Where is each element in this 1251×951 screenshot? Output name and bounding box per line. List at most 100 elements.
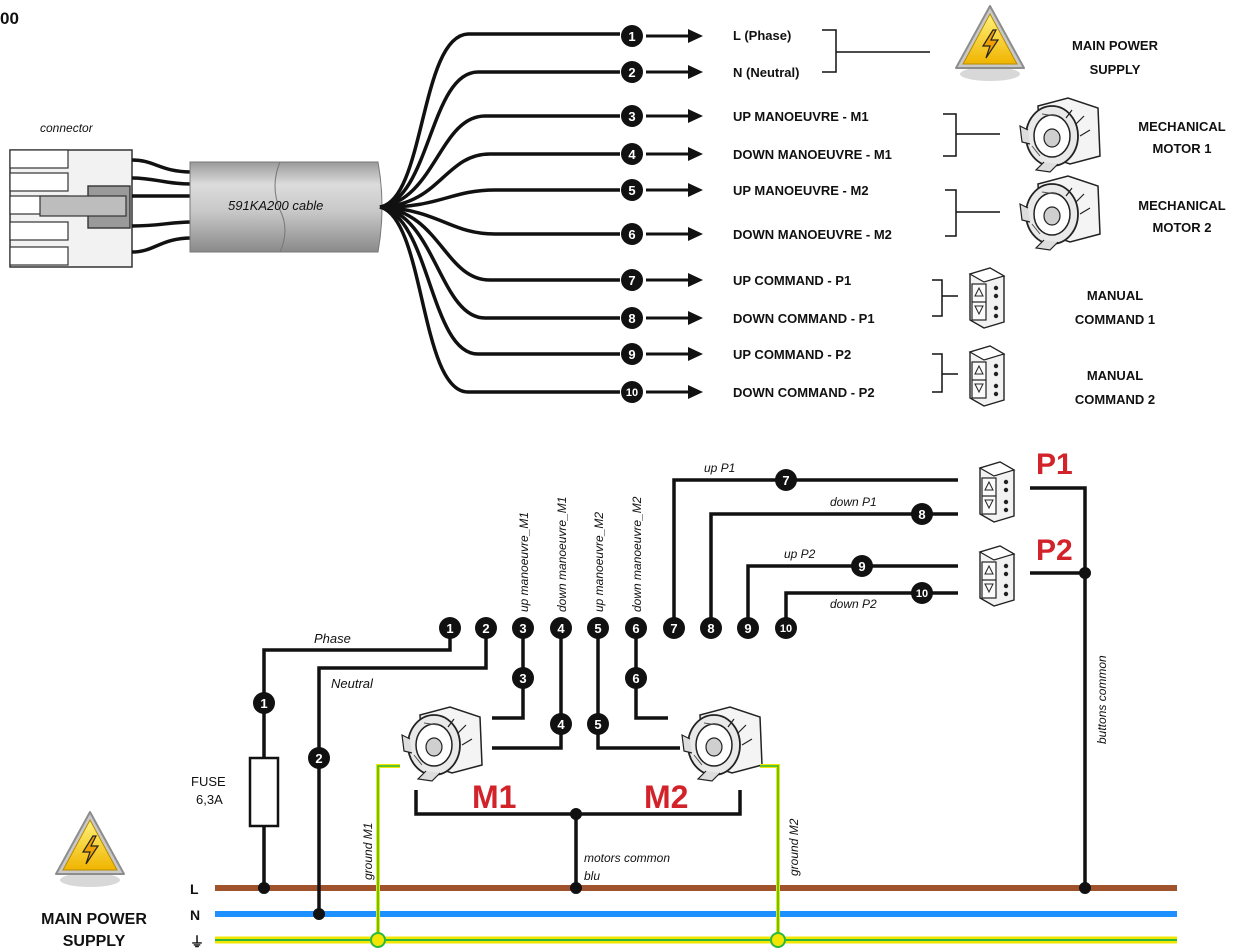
gear-motor-icon: [681, 706, 763, 782]
push-button-icon: [979, 545, 1015, 607]
warning-lightning-icon: [55, 811, 125, 888]
manual2-label-1: MANUAL: [1087, 368, 1143, 383]
svg-text:3: 3: [628, 109, 635, 124]
motor-label-m2: M2: [644, 779, 688, 815]
schematic-marker-3: 3: [512, 617, 534, 639]
schematic-marker-6b: 6: [625, 667, 647, 689]
push-button-icon: [969, 267, 1005, 329]
connector-label: connector: [40, 121, 94, 135]
svg-text:1: 1: [260, 696, 267, 711]
schematic-marker-10: 10: [775, 617, 797, 639]
wire-label-9: UP COMMAND - P2: [733, 347, 851, 362]
cable-label: 591KA200 cable: [228, 198, 323, 213]
svg-text:1: 1: [628, 29, 635, 44]
push-button-icon: [969, 345, 1005, 407]
up-m2-label: up manoeuvre_M2: [592, 512, 606, 612]
svg-text:4: 4: [628, 147, 636, 162]
svg-text:2: 2: [628, 65, 635, 80]
group-brackets: [822, 29, 1000, 393]
svg-text:8: 8: [707, 621, 714, 636]
schematic-marker-4b: 4: [550, 713, 572, 735]
svg-text:6: 6: [632, 621, 639, 636]
bus-label-n: N: [190, 907, 200, 923]
gear-motor-icon: [1019, 97, 1101, 173]
motor-label-m1: M1: [472, 779, 516, 815]
button-label-p1: P1: [1036, 448, 1073, 481]
main-power-label-1: MAIN POWER: [1072, 38, 1159, 53]
bus-label-ground: ⏚: [190, 934, 204, 950]
wire-label-2: N (Neutral): [733, 65, 799, 80]
svg-text:7: 7: [628, 273, 635, 288]
main-power-bottom-2: SUPPLY: [63, 933, 126, 950]
svg-text:9: 9: [858, 559, 865, 574]
wire-label-5: UP MANOEUVRE - M2: [733, 183, 869, 198]
main-power-label-2: SUPPLY: [1090, 62, 1141, 77]
connector-wires: [131, 158, 193, 254]
down-p2-label: down P2: [830, 597, 877, 611]
wire-label-4: DOWN MANOEUVRE - M1: [733, 147, 892, 162]
up-p2-label: up P2: [784, 547, 816, 561]
svg-text:4: 4: [557, 621, 565, 636]
wire-label-3: UP MANOEUVRE - M1: [733, 109, 869, 124]
ground-wires: [376, 764, 780, 940]
schematic-marker-3b: 3: [512, 667, 534, 689]
motors-common-wire: [414, 790, 742, 888]
schematic-marker-1: 1: [439, 617, 461, 639]
manual1-label-1: MANUAL: [1087, 288, 1143, 303]
phase-label: Phase: [314, 631, 351, 646]
push-button-icon: [979, 461, 1015, 523]
manoeuvre-wires: [492, 628, 680, 750]
schematic-marker-5b: 5: [587, 713, 609, 735]
svg-text:8: 8: [918, 507, 925, 522]
gear-motor-icon: [1019, 175, 1101, 251]
svg-text:7: 7: [670, 621, 677, 636]
button-wires: [672, 478, 1087, 888]
up-m1-label: up manoeuvre_M1: [517, 512, 531, 612]
wire-2-marker: 2: [621, 61, 703, 83]
buttons-common-label: buttons common: [1095, 655, 1109, 744]
svg-text:5: 5: [594, 621, 601, 636]
ground-m1-label: ground M1: [361, 823, 375, 880]
svg-text:8: 8: [628, 311, 635, 326]
fuse-label-1: FUSE: [191, 774, 226, 789]
wire-10-marker: 10: [621, 381, 703, 403]
svg-text:5: 5: [594, 717, 601, 732]
wire-label-6: DOWN MANOEUVRE - M2: [733, 227, 892, 242]
motor1-label-2: MOTOR 1: [1153, 141, 1212, 156]
wire-8-marker: 8: [621, 307, 703, 329]
blu-label: blu: [584, 869, 600, 883]
schematic-marker-8b: 8: [911, 503, 933, 525]
wire-labels: L (Phase) N (Neutral) UP MANOEUVRE - M1 …: [733, 28, 892, 400]
svg-text:4: 4: [557, 717, 565, 732]
svg-text:10: 10: [780, 623, 792, 635]
svg-text:3: 3: [519, 621, 526, 636]
schematic-marker-4: 4: [550, 617, 572, 639]
schematic-marker-1b: 1: [253, 692, 275, 714]
wire-4-marker: 4: [621, 143, 703, 165]
wire-3-marker: 3: [621, 105, 703, 127]
schematic-marker-9: 9: [737, 617, 759, 639]
svg-text:2: 2: [315, 751, 322, 766]
motor2-label-2: MOTOR 2: [1153, 220, 1212, 235]
down-m2-label: down manoeuvre_M2: [630, 496, 644, 612]
wire-5-marker: 5: [621, 179, 703, 201]
schematic-marker-7b: 7: [775, 469, 797, 491]
warning-lightning-icon: [955, 5, 1025, 82]
wire-label-7: UP COMMAND - P1: [733, 273, 851, 288]
svg-text:6: 6: [628, 227, 635, 242]
wire-9-marker: 9: [621, 343, 703, 365]
svg-text:5: 5: [628, 183, 635, 198]
gear-motor-icon: [401, 706, 483, 782]
neutral-label: Neutral: [331, 676, 374, 691]
ground-m2-label: ground M2: [787, 818, 801, 876]
junction-dots: [258, 567, 1091, 948]
schematic-marker-2: 2: [475, 617, 497, 639]
wire-7-marker: 7: [621, 269, 703, 291]
manual2-label-2: COMMAND 2: [1075, 392, 1155, 407]
schematic-marker-6: 6: [625, 617, 647, 639]
svg-text:9: 9: [628, 347, 635, 362]
motors-common-label: motors common: [584, 851, 670, 865]
power-buses: [215, 885, 1177, 944]
svg-text:1: 1: [446, 621, 453, 636]
fuse-label-2: 6,3A: [196, 792, 223, 807]
